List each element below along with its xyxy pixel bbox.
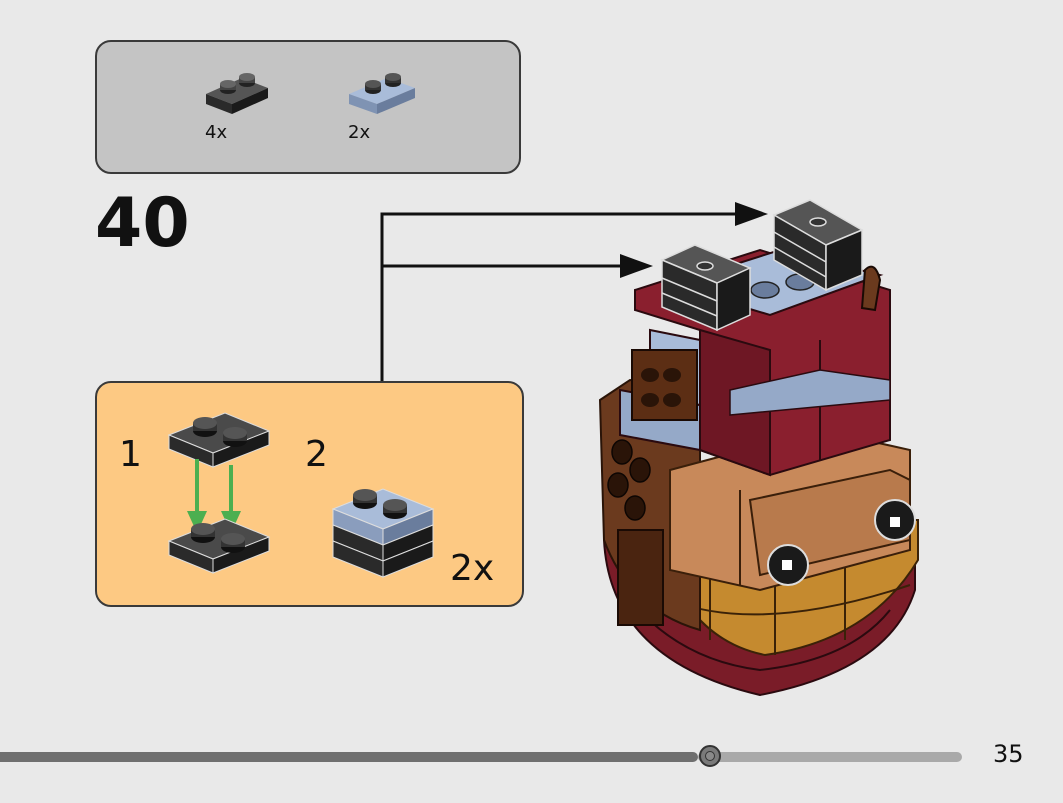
eye-icon — [767, 544, 809, 586]
step-number: 40 — [95, 184, 190, 263]
progress-knob — [699, 745, 721, 767]
model-illustration — [598, 199, 919, 697]
sub-assembly-callout: 1 2 2x — [95, 381, 524, 607]
sub-step-2-label: 2 — [305, 434, 328, 475]
sub-step-1-label: 1 — [119, 434, 142, 475]
page-number: 35 — [993, 740, 1024, 768]
dark-gray-plate-stack-left — [660, 244, 752, 332]
part-quantity: 2x — [348, 122, 371, 143]
multiplier-label: 2x — [450, 548, 495, 589]
dark-gray-plate-icon — [167, 412, 271, 468]
eye-icon — [874, 499, 916, 541]
progress-fill — [0, 752, 698, 762]
parts-list-callout: 4x 2x — [95, 40, 521, 174]
plate-stack-icon — [331, 488, 435, 578]
dark-gray-plate-icon — [206, 73, 268, 114]
progress-bar — [0, 745, 962, 767]
dark-gray-plate-stack-right — [772, 199, 864, 292]
light-blue-plate-icon — [349, 73, 415, 114]
progress-remaining — [698, 752, 962, 762]
part-quantity: 4x — [205, 122, 228, 143]
dark-gray-plate-icon — [167, 518, 271, 574]
